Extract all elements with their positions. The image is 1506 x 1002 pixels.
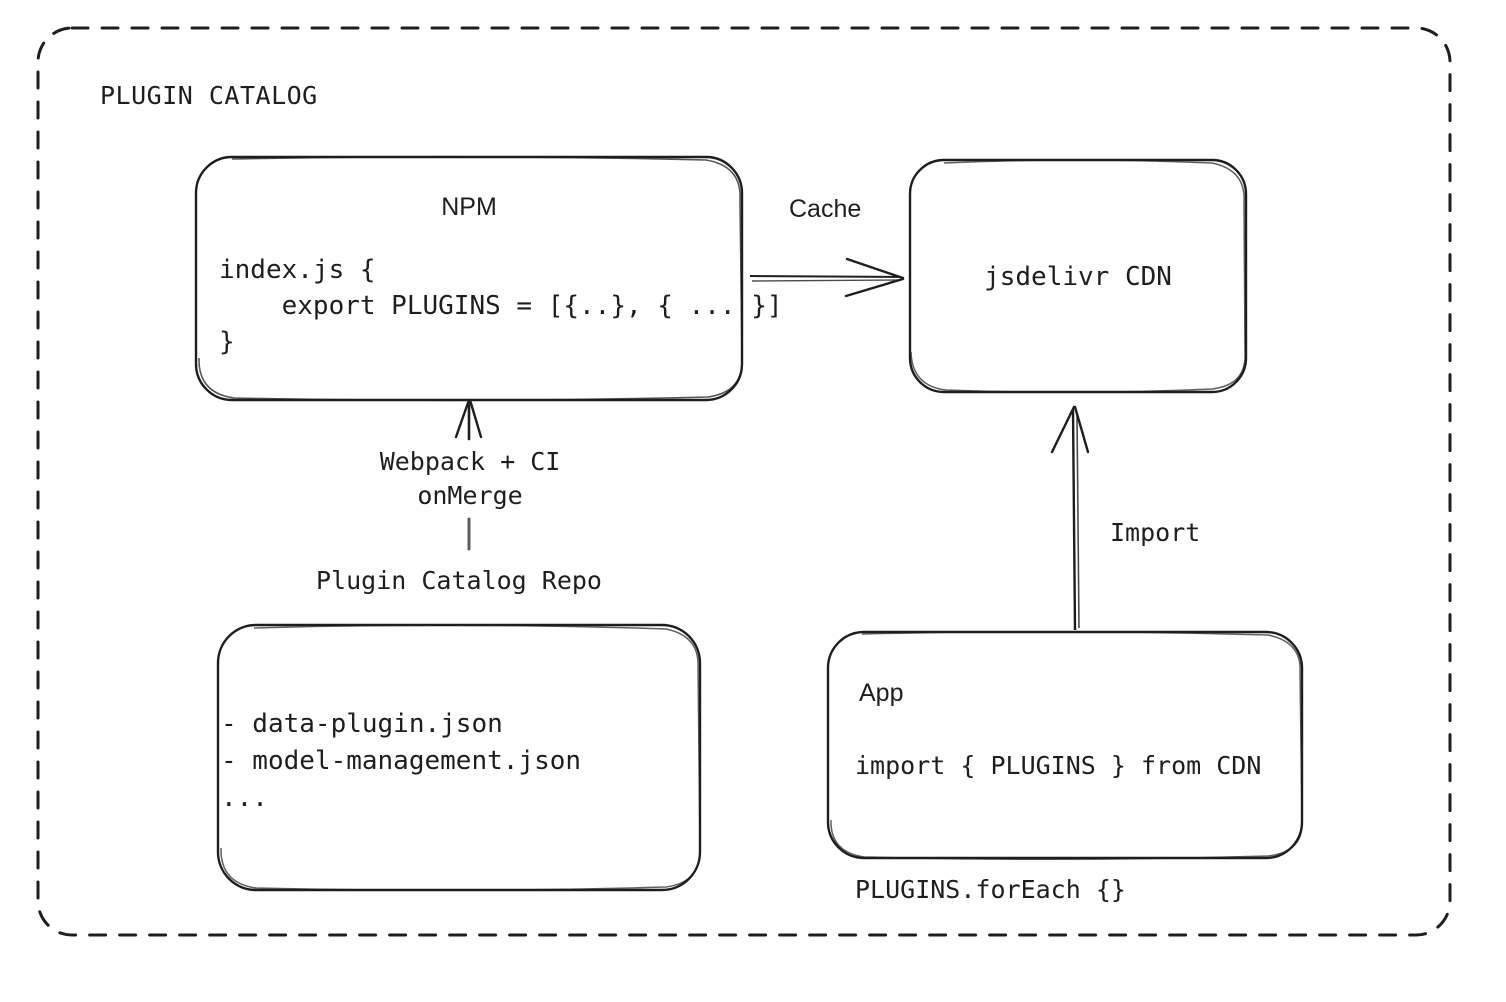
edge-label-cache: Cache: [789, 195, 862, 223]
edge-label-webpack-ci: Webpack + CI onMerge: [379, 447, 561, 510]
edge-label-import: Import: [1110, 518, 1201, 547]
npm-node-code: index.js { export PLUGINS = [{..}, { ...…: [219, 255, 783, 357]
arrow-app-to-cdn: [1050, 405, 1090, 631]
cdn-node-label: jsdelivr CDN: [984, 262, 1172, 292]
app-node-title: App: [859, 679, 904, 707]
frame-title: PLUGIN CATALOG: [100, 81, 318, 110]
app-node-code: import { PLUGINS } from CDN PLUGINS.forE…: [855, 751, 1262, 904]
repo-node-file-list: - data-plugin.json - model-management.js…: [221, 709, 582, 813]
npm-node-title: NPM: [441, 193, 497, 221]
repo-node-caption: Plugin Catalog Repo: [316, 566, 602, 595]
